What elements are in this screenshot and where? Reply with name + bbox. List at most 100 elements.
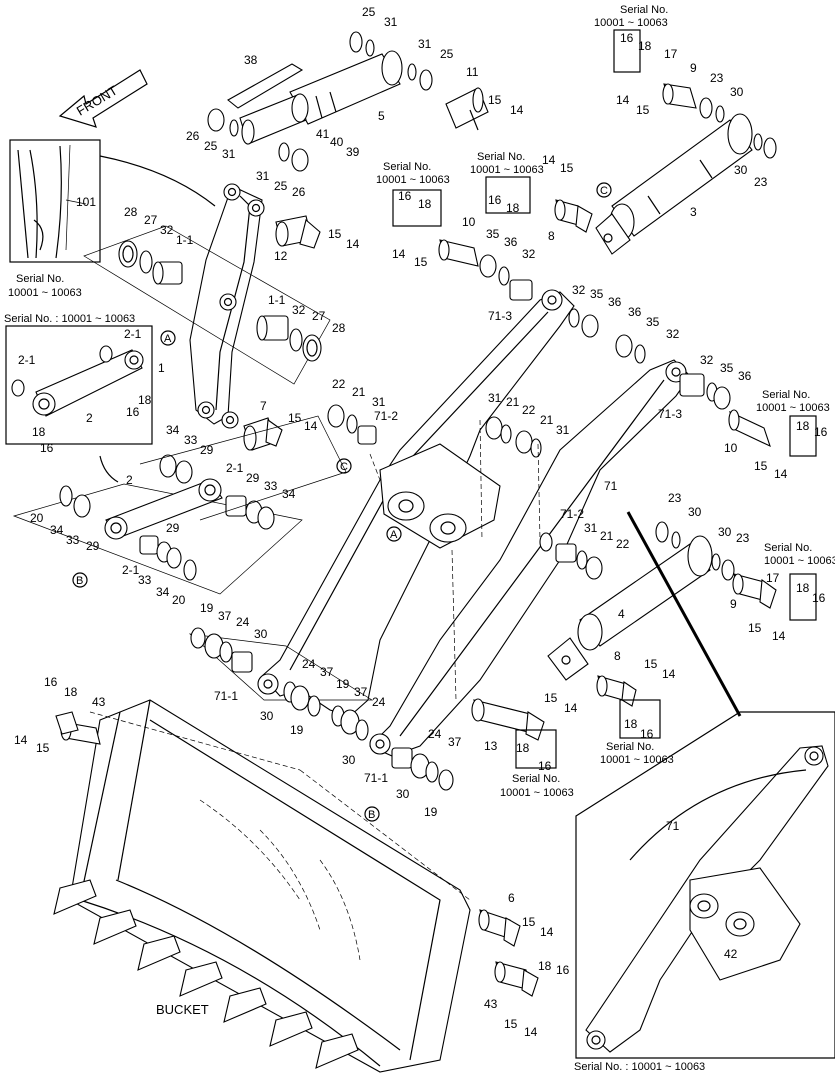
part-number-label: 33 xyxy=(66,533,80,547)
part-number-label: 21 xyxy=(506,395,520,409)
part-number-label: 29 xyxy=(200,443,214,457)
part-number-label: 18 xyxy=(516,741,530,755)
inset-arm-71 xyxy=(575,711,835,1059)
part-number-label: 15 xyxy=(488,93,502,107)
part-number-label: 10 xyxy=(724,441,738,455)
part-number-label: 39 xyxy=(346,145,360,159)
part-number-label: 24 xyxy=(236,615,250,629)
bushing-group-top-left xyxy=(118,240,183,285)
part-number-label: 15 xyxy=(560,161,574,175)
part-number-label: 16 xyxy=(620,31,634,45)
part-number-label: 71-2 xyxy=(560,507,584,521)
pin-10-right xyxy=(728,409,771,448)
part-number-label: 27 xyxy=(312,309,326,323)
part-number-label: 36 xyxy=(738,369,752,383)
part-number-label: 9 xyxy=(730,597,737,611)
svg-text:B: B xyxy=(368,809,375,821)
part-number-label: 15 xyxy=(504,1017,518,1031)
part-number-label: 37 xyxy=(354,685,368,699)
cylinder-4 xyxy=(547,535,713,681)
part-number-label: 18 xyxy=(506,201,520,215)
part-number-label: 16 xyxy=(398,189,412,203)
part-number-label: 40 xyxy=(330,135,344,149)
part-number-label: 24 xyxy=(372,695,386,709)
pin-8-top xyxy=(554,199,593,233)
part-number-label: 71 xyxy=(666,819,680,833)
part-number-label: 22 xyxy=(616,537,630,551)
svg-text:Serial No.: Serial No. xyxy=(512,773,560,785)
part-number-label: 1-1 xyxy=(176,233,194,247)
part-number-label: 23 xyxy=(710,71,724,85)
part-number-label: 25 xyxy=(204,139,218,153)
part-number-label: 14 xyxy=(662,667,676,681)
svg-text:Serial No.: Serial No. xyxy=(16,273,64,285)
part-number-label: 33 xyxy=(264,479,278,493)
part-number-label: 41 xyxy=(316,127,330,141)
pin-8-lower xyxy=(596,675,637,707)
part-number-label: 26 xyxy=(292,185,306,199)
part-number-label: 15 xyxy=(522,915,536,929)
part-number-label: 21 xyxy=(600,529,614,543)
pin-43-top xyxy=(55,711,101,745)
part-number-label: 2-1 xyxy=(124,327,142,341)
part-number-label: 30 xyxy=(342,753,356,767)
part-number-label: 15 xyxy=(644,657,658,671)
washer-25 xyxy=(349,31,363,53)
part-number-label: 8 xyxy=(614,649,621,663)
front-label: FRONT xyxy=(74,83,120,119)
svg-text:B: B xyxy=(76,575,83,587)
part-number-label: 31 xyxy=(584,521,598,535)
svg-text:Serial No. : 10001 ~ 10063: Serial No. : 10001 ~ 10063 xyxy=(4,313,135,325)
part-number-label: 14 xyxy=(14,733,28,747)
part-number-label: 21 xyxy=(540,413,554,427)
svg-text:C: C xyxy=(340,461,348,473)
part-number-label: 11 xyxy=(466,65,479,79)
svg-text:A: A xyxy=(390,529,398,541)
part-number-label: 35 xyxy=(486,227,500,241)
part-number-label: 36 xyxy=(608,295,622,309)
part-number-label: 22 xyxy=(522,403,536,417)
part-number-label: 21 xyxy=(352,385,366,399)
part-number-label: 15 xyxy=(636,103,650,117)
part-number-label: 14 xyxy=(392,247,406,261)
callout-b-2: B xyxy=(364,806,380,822)
svg-text:10001 ~ 10063: 10001 ~ 10063 xyxy=(756,402,830,414)
part-number-label: 14 xyxy=(564,701,578,715)
part-number-label: 18 xyxy=(418,197,432,211)
part-number-label: 32 xyxy=(160,223,174,237)
part-number-label: 16 xyxy=(640,727,654,741)
part-number-label: 14 xyxy=(542,153,556,167)
part-number-label: 101 xyxy=(76,195,96,209)
part-number-label: 30 xyxy=(688,505,702,519)
pin-43-lower xyxy=(494,961,539,997)
part-number-label: 16 xyxy=(488,193,502,207)
part-number-label: 14 xyxy=(510,103,524,117)
part-number-label: 28 xyxy=(332,321,346,335)
part-number-label: 31 xyxy=(418,37,432,51)
part-number-label: 15 xyxy=(544,691,558,705)
part-number-label: 16 xyxy=(40,441,54,455)
part-number-label: 38 xyxy=(244,53,258,67)
part-number-label: 36 xyxy=(504,235,518,249)
part-number-label: 34 xyxy=(156,585,170,599)
part-number-label: 30 xyxy=(718,525,732,539)
part-number-label: 15 xyxy=(328,227,342,241)
callout-b-1: B xyxy=(72,572,88,588)
leader-arc-2 xyxy=(99,455,119,483)
part-number-label: 18 xyxy=(64,685,78,699)
part-number-label: 31 xyxy=(384,15,398,29)
svg-text:A: A xyxy=(164,333,172,345)
callout-c-1: C xyxy=(596,182,612,198)
part-number-label: 25 xyxy=(362,5,376,19)
inset-link-2 xyxy=(5,325,153,445)
part-number-label: 1 xyxy=(158,361,165,375)
part-number-label: 28 xyxy=(124,205,138,219)
part-number-label: 19 xyxy=(424,805,438,819)
part-number-label: 2 xyxy=(126,473,133,487)
part-number-label: 32 xyxy=(522,247,536,261)
part-number-label: 32 xyxy=(572,283,586,297)
part-number-label: 12 xyxy=(274,249,288,263)
svg-text:Serial No.: Serial No. xyxy=(762,389,810,401)
svg-text:10001 ~ 10063: 10001 ~ 10063 xyxy=(764,555,835,567)
